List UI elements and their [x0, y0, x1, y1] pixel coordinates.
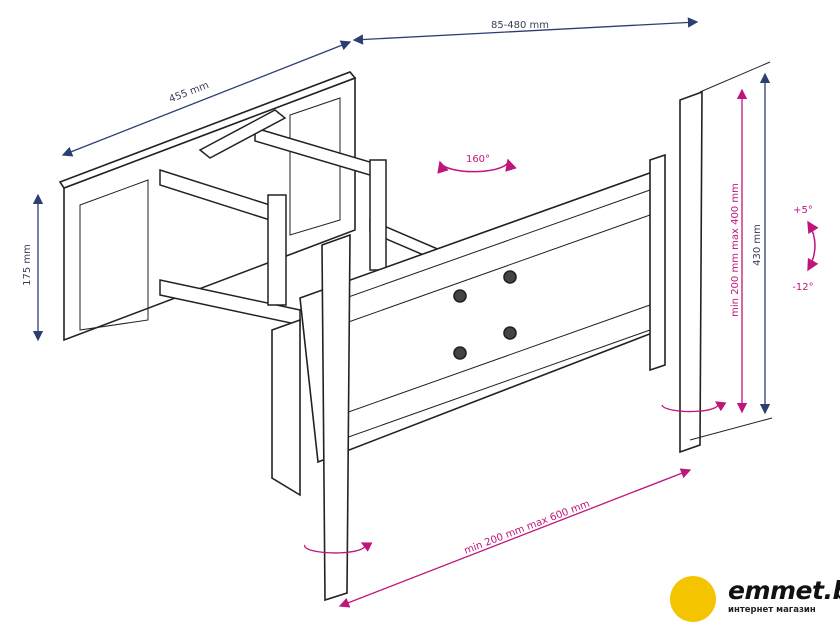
- swivel-indicator: 160°: [437, 154, 517, 174]
- vesa-vertical-label: min 200 mm max 400 mm: [730, 183, 741, 317]
- bracket-height-dimension: 430 mm: [689, 61, 773, 441]
- logo-ant-icon: [670, 576, 716, 622]
- vesa-horizontal-dimension: min 200 mm max 600 mm: [338, 468, 692, 608]
- vesa-horizontal-label: min 200 mm max 600 mm: [463, 499, 592, 557]
- tilt-up-label: +5°: [793, 205, 813, 216]
- rotation-arrows: [304, 401, 727, 554]
- plate-height-dimension: 175 mm: [22, 193, 44, 342]
- depth-label: 85-480 mm: [491, 20, 549, 31]
- tilt-down-label: -12°: [792, 282, 813, 293]
- swivel-angle-label: 160°: [466, 154, 490, 165]
- bracket-height-label: 430 mm: [752, 224, 763, 266]
- depth-dimension: 85-480 mm: [352, 17, 699, 45]
- vesa-vertical-dimension: min 200 mm max 400 mm: [730, 88, 748, 414]
- logo-name: emmet.by: [728, 576, 840, 605]
- tilt-indicator: +5° -12°: [792, 205, 819, 293]
- logo-tagline: интернет магазин: [728, 605, 816, 615]
- plate-width-label: 455 mm: [168, 80, 211, 105]
- plate-height-label: 175 mm: [22, 244, 33, 286]
- emmet-logo[interactable]: emmet.by интернет магазин: [664, 574, 840, 624]
